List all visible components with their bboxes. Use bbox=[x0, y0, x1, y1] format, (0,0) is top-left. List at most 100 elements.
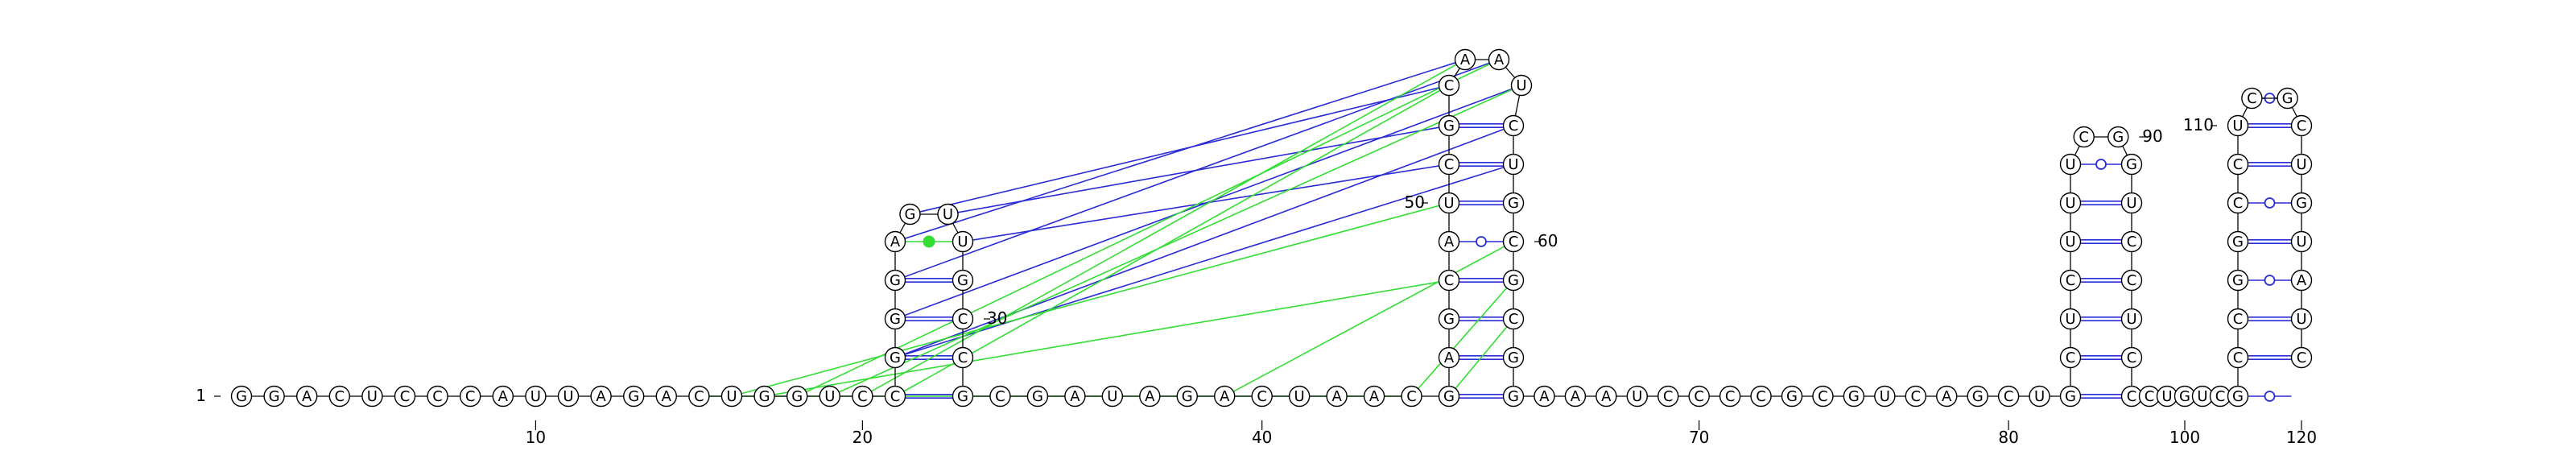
nucleotide: A bbox=[1936, 385, 1958, 408]
nucleotide-letter: G bbox=[957, 388, 968, 405]
nucleotide-letter: U bbox=[1508, 156, 1518, 173]
nucleotide-circle bbox=[720, 385, 743, 408]
nucleotide-circle bbox=[557, 385, 580, 408]
nucleotide-circle bbox=[296, 385, 318, 408]
nucleotide: G bbox=[1502, 192, 1525, 214]
nucleotide-letter: G bbox=[1848, 388, 1860, 405]
nucleotide: G bbox=[1502, 346, 1525, 369]
nucleotide-letter: G bbox=[1032, 388, 1043, 405]
nucleotide: U bbox=[720, 385, 743, 408]
nucleotide-letter: C bbox=[2127, 234, 2137, 250]
nucleotide-letter: U bbox=[957, 234, 968, 250]
nucleotide: C bbox=[2227, 192, 2249, 214]
nucleotide: C bbox=[688, 385, 710, 408]
nucleotide-letter: C bbox=[2233, 195, 2244, 212]
nucleotide: G bbox=[1502, 385, 1525, 408]
pair-line bbox=[904, 62, 1456, 239]
nucleotide: U bbox=[2191, 385, 2214, 408]
nucleotide-letter: G bbox=[1508, 195, 1519, 212]
nucleotide-circle bbox=[1502, 385, 1525, 408]
nucleotide: C bbox=[1401, 385, 1422, 408]
nucleotide-letter: G bbox=[957, 272, 968, 289]
nucleotide: A bbox=[1564, 385, 1587, 408]
nucleotide-circle bbox=[952, 269, 974, 292]
nucleotide-circle bbox=[1488, 48, 1510, 71]
nucleotide: G bbox=[884, 346, 906, 369]
nucleotide: A bbox=[1534, 385, 1555, 408]
nucleotide: U bbox=[2059, 230, 2082, 253]
nucleotide: U bbox=[937, 203, 959, 226]
nucleotide-letter: A bbox=[498, 388, 509, 405]
nucleotide-circle bbox=[1967, 385, 1988, 408]
nucleotide-circle bbox=[899, 203, 921, 226]
nucleotide: G bbox=[1843, 385, 1865, 408]
nucleotide-circle bbox=[1750, 385, 1772, 408]
nucleotide: U bbox=[2290, 230, 2313, 253]
nucleotide-circle bbox=[1214, 385, 1236, 408]
nucleotide: A bbox=[1438, 230, 1460, 253]
nucleotide: G bbox=[753, 385, 775, 408]
nucleotide: U bbox=[2290, 308, 2313, 330]
nucleotide-letter: G bbox=[2112, 129, 2124, 146]
nucleotide-circle bbox=[2059, 230, 2082, 253]
nucleotide-circle bbox=[1139, 385, 1161, 408]
nucleotide: G bbox=[899, 203, 921, 226]
position-label: 90 bbox=[2142, 126, 2162, 146]
nucleotide-circle bbox=[952, 385, 974, 408]
nucleotide: G bbox=[230, 385, 253, 408]
nucleotide-letter: C bbox=[958, 311, 968, 328]
nucleotide: A bbox=[1596, 385, 1617, 408]
position-label: 50 bbox=[1405, 192, 1425, 212]
nucleotide-circle bbox=[2290, 346, 2313, 369]
nucleotide-letter: G bbox=[759, 388, 770, 405]
nucleotide-circle bbox=[2120, 346, 2143, 369]
nucleotide-circle bbox=[1438, 230, 1460, 253]
nucleotide-letter: U bbox=[824, 388, 835, 405]
nucleotide: C bbox=[427, 385, 448, 408]
nucleotide: C bbox=[2120, 385, 2143, 408]
nucleotide-circle bbox=[1438, 308, 1460, 330]
nucleotide-circle bbox=[1502, 308, 1525, 330]
nucleotide: G bbox=[2290, 192, 2313, 214]
nucleotide: G bbox=[1781, 385, 1803, 408]
gu-pair-marker bbox=[2264, 197, 2276, 209]
nucleotide-circle bbox=[394, 385, 416, 408]
nucleotide-circle bbox=[2120, 153, 2143, 176]
nucleotide-letter: C bbox=[2215, 388, 2226, 405]
nucleotide-letter: C bbox=[1818, 388, 1828, 405]
nucleotide: U bbox=[1438, 192, 1460, 214]
nucleotide-letter: G bbox=[2282, 90, 2293, 107]
nucleotide-letter: A bbox=[1145, 388, 1155, 405]
nucleotide-circle bbox=[2227, 114, 2249, 137]
nucleotide-letter: C bbox=[2233, 311, 2244, 328]
nucleotide-letter: A bbox=[1942, 388, 1952, 405]
position-label: 80 bbox=[1998, 428, 2018, 447]
nucleotide: U bbox=[361, 385, 383, 408]
nucleotide: G bbox=[1176, 385, 1198, 408]
pair-lines bbox=[708, 62, 2292, 402]
nucleotide-letter: A bbox=[2297, 272, 2307, 289]
nucleotide-letter: U bbox=[726, 388, 737, 405]
nucleotide: A bbox=[1139, 385, 1161, 408]
nucleotide-circle bbox=[2290, 230, 2313, 253]
nucleotide-letter: G bbox=[1443, 118, 1455, 134]
nucleotide-letter: G bbox=[2232, 388, 2244, 405]
nucleotide-circle bbox=[1502, 230, 1525, 253]
nucleotide-circle bbox=[2241, 87, 2263, 110]
nucleotide-letter: U bbox=[2296, 234, 2306, 250]
nucleotide: U bbox=[2120, 308, 2143, 330]
nucleotide-letter: U bbox=[2232, 118, 2243, 134]
nucleotide: C bbox=[1905, 385, 1926, 408]
nucleotide-letter: C bbox=[2004, 388, 2014, 405]
nucleotide-letter: A bbox=[1444, 350, 1455, 366]
nucleotide-letter: C bbox=[995, 388, 1005, 405]
nucleotide-letter: G bbox=[2179, 388, 2190, 405]
nucleotide-letter: A bbox=[1070, 388, 1080, 405]
nucleotide: U bbox=[2059, 192, 2082, 214]
nucleotide-circle bbox=[1997, 385, 2020, 408]
nucleotide-circle bbox=[2120, 192, 2143, 214]
nucleotide: C bbox=[852, 385, 873, 408]
nucleotide: C bbox=[328, 385, 350, 408]
nucleotide: G bbox=[2227, 269, 2249, 292]
nucleotide-circle bbox=[786, 385, 808, 408]
